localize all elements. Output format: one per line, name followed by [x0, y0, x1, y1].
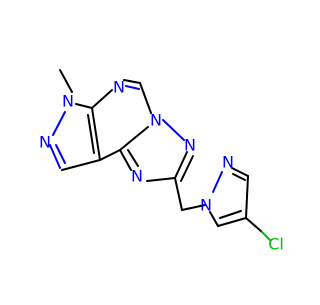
bond-c3p-c4p	[245, 175, 249, 219]
atom-n-pyrazole-ring: N	[222, 153, 234, 172]
bond-c6-n5	[139, 82, 152, 114]
bond-c4p-cl	[245, 217, 263, 233]
atom-cl: Cl	[268, 235, 284, 254]
bond-n2p-c3p	[231, 167, 249, 177]
bond-n4-c2	[174, 151, 188, 179]
atom-n-triazole-top: N	[184, 136, 196, 155]
bond-n3-c9a-inner	[127, 149, 139, 167]
bond-n5-c9a	[119, 126, 149, 151]
molecule-structure: N N N N N N N N Cl	[39, 69, 284, 254]
molecule-diagram: N N N N N N N N Cl	[39, 69, 284, 254]
bond-c5p-n1p	[209, 211, 219, 227]
bond-n4-c2-inner	[180, 155, 194, 182]
bond-n7-c6-b	[125, 85, 140, 90]
bond-n5-n4	[162, 119, 185, 141]
bond-cl	[261, 231, 271, 241]
atom-n-triazole-bottom: N	[131, 167, 143, 186]
bond-c7a-n1	[75, 103, 93, 109]
atom-n-bridgehead: N	[150, 111, 162, 130]
bond-n2-c3-inner	[55, 144, 66, 164]
bond-n1p-n2p	[212, 171, 223, 193]
atom-n-pyrazole: N	[39, 133, 51, 152]
bond-c2-n3	[146, 177, 176, 182]
bond-c3a-c7a-inner	[87, 114, 95, 154]
bond-n2p-c3p-inner	[232, 173, 246, 181]
atom-n-pyrazole-substituted: N	[200, 196, 212, 215]
bond-n2-c3	[49, 144, 61, 169]
bond-n7-c6-a	[123, 79, 141, 84]
atom-n-methyl: N	[62, 92, 74, 111]
bond-n3-c9a	[119, 149, 132, 171]
atom-n-pyrimidine: N	[113, 78, 125, 97]
bond-methyl	[59, 69, 73, 93]
bond-c9a-c3a	[99, 149, 121, 161]
bond-c4p-c5p-inner	[219, 210, 242, 219]
bond-c3a-c7a	[91, 107, 101, 161]
bond-c3-c3a	[61, 159, 101, 171]
bond-c4p-c5p	[217, 217, 247, 227]
bond-n1-n2	[52, 111, 66, 136]
bond-ch2-n1p	[181, 204, 206, 211]
bond-c2-ch2	[174, 177, 183, 211]
bond-c7a-n7	[91, 89, 113, 109]
